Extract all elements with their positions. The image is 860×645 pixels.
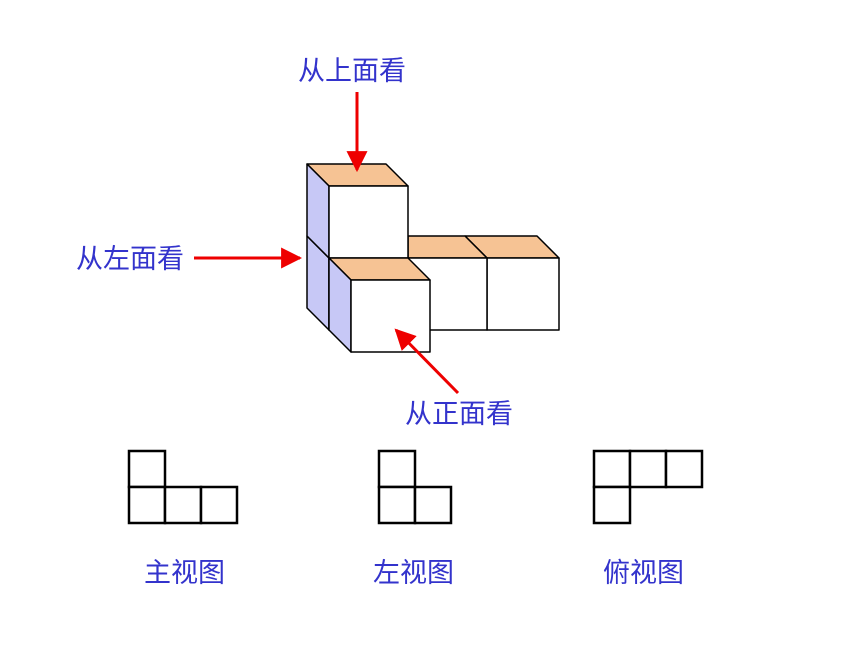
view-cell [592, 449, 632, 489]
front-face [486, 257, 560, 331]
view-cell [127, 485, 167, 525]
view-cell [413, 485, 453, 525]
front-face [328, 185, 409, 259]
caption-front-view: 主视图 [144, 558, 225, 589]
label-view-from-top: 从上面看 [298, 56, 406, 87]
view-cell [377, 449, 417, 489]
view-cell [163, 485, 203, 525]
caption-top-view: 俯视图 [603, 558, 684, 589]
view-cell [127, 449, 167, 489]
left-view-grid [377, 449, 453, 525]
view-cell [592, 485, 632, 525]
cube-solid [306, 163, 560, 353]
view-cell [377, 485, 417, 525]
front-view-grid [127, 449, 239, 525]
label-view-from-left: 从左面看 [76, 244, 184, 275]
cube-upper [306, 163, 409, 259]
view-cell [199, 485, 239, 525]
view-cell [628, 449, 668, 489]
front-face [350, 279, 431, 353]
label-view-from-front: 从正面看 [405, 399, 513, 430]
top-view-grid [592, 449, 704, 525]
caption-left-view: 左视图 [373, 558, 454, 589]
view-cell [664, 449, 704, 489]
cube-front [328, 257, 431, 353]
arrow-from-front [394, 328, 460, 395]
